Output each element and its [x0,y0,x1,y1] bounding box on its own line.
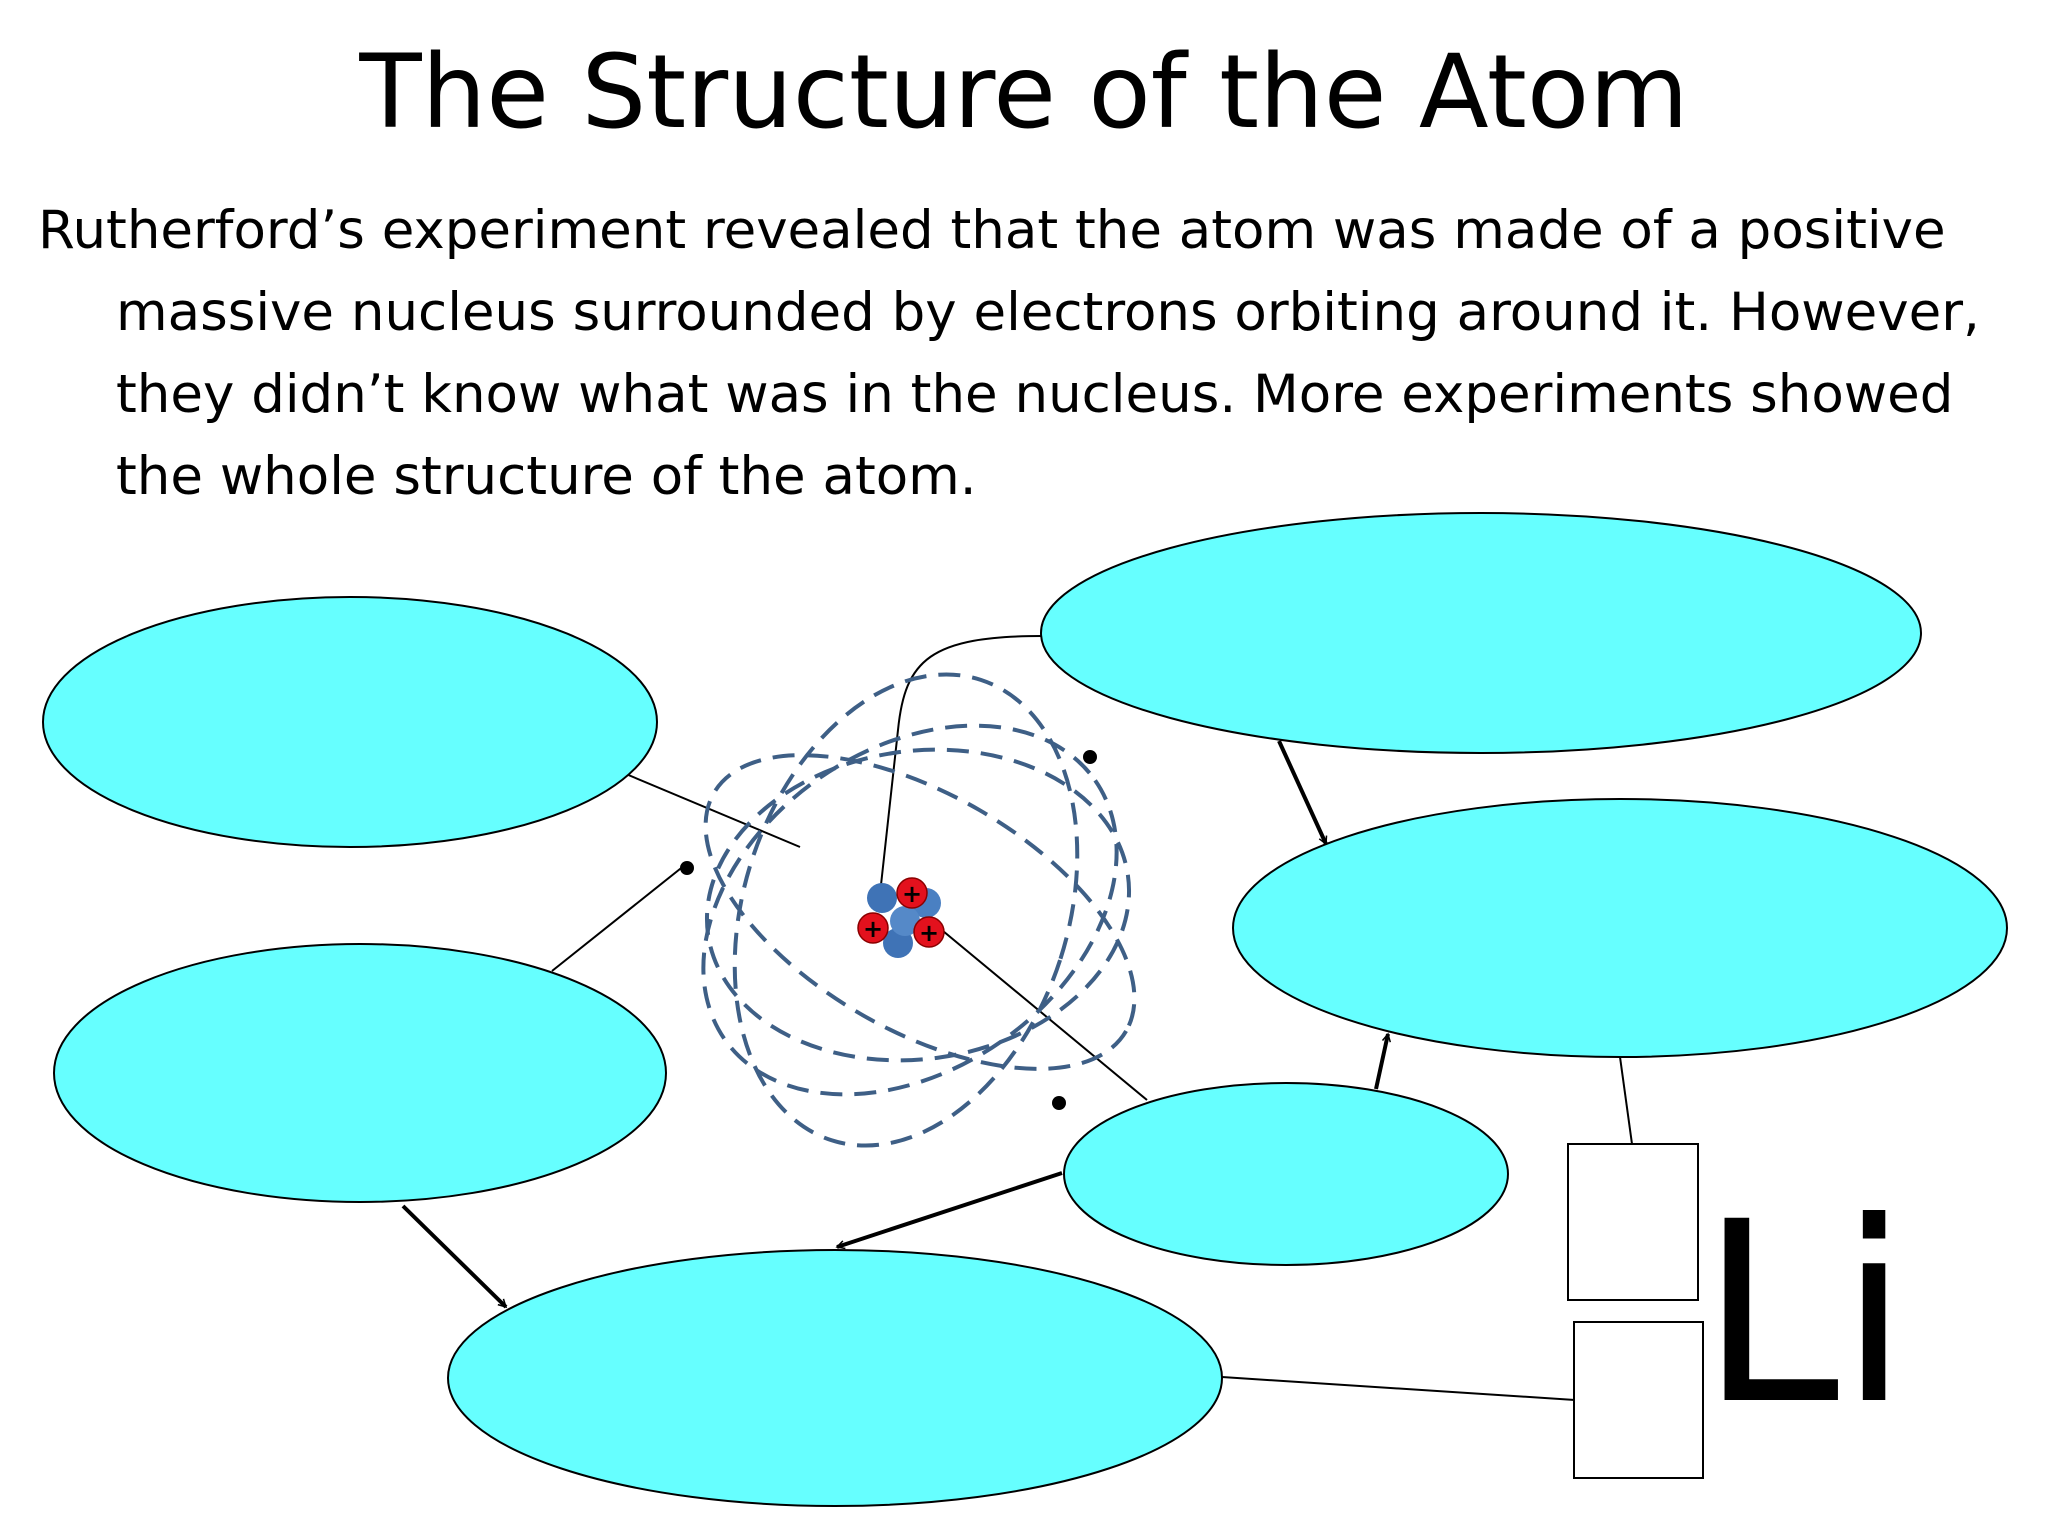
mass-number-box[interactable] [1567,1143,1699,1301]
connector-line [1221,1376,1576,1401]
connector-line [551,864,686,972]
electron [680,861,694,875]
label-bubble[interactable] [1063,1082,1509,1266]
proton [857,912,889,944]
proton-sign: + [919,919,939,947]
neutron [890,906,920,936]
slide-title: The Structure of the Atom [359,33,1689,152]
arrow [837,1171,1063,1247]
label-bubble[interactable] [1232,798,2008,1058]
neutron [867,883,897,913]
connector-line [879,635,1043,895]
arrow [1277,740,1328,844]
connector-line [942,930,1148,1101]
electron [1052,1096,1066,1110]
element-symbol: Li [1700,1168,1909,1459]
proton [913,916,945,948]
label-bubble[interactable] [1040,512,1922,754]
proton [896,877,928,909]
orbit [701,723,1119,1097]
arrow [401,1204,508,1309]
connector-line [625,773,801,848]
atomic-number-box[interactable] [1573,1321,1704,1479]
proton-sign: + [902,880,922,908]
arrow [1374,1034,1388,1090]
electron-orbits [701,672,1137,1148]
orbit [732,672,1080,1148]
electron [1083,750,1097,764]
label-bubble[interactable] [53,943,667,1203]
nucleus: + + + [857,877,945,958]
orbit [703,753,1137,1071]
label-bubble[interactable] [447,1249,1223,1507]
intro-paragraph: Rutherford’s experiment revealed that th… [38,200,1980,507]
proton-sign: + [863,915,883,943]
label-bubble[interactable] [42,596,658,848]
connector-line [1619,1056,1633,1145]
